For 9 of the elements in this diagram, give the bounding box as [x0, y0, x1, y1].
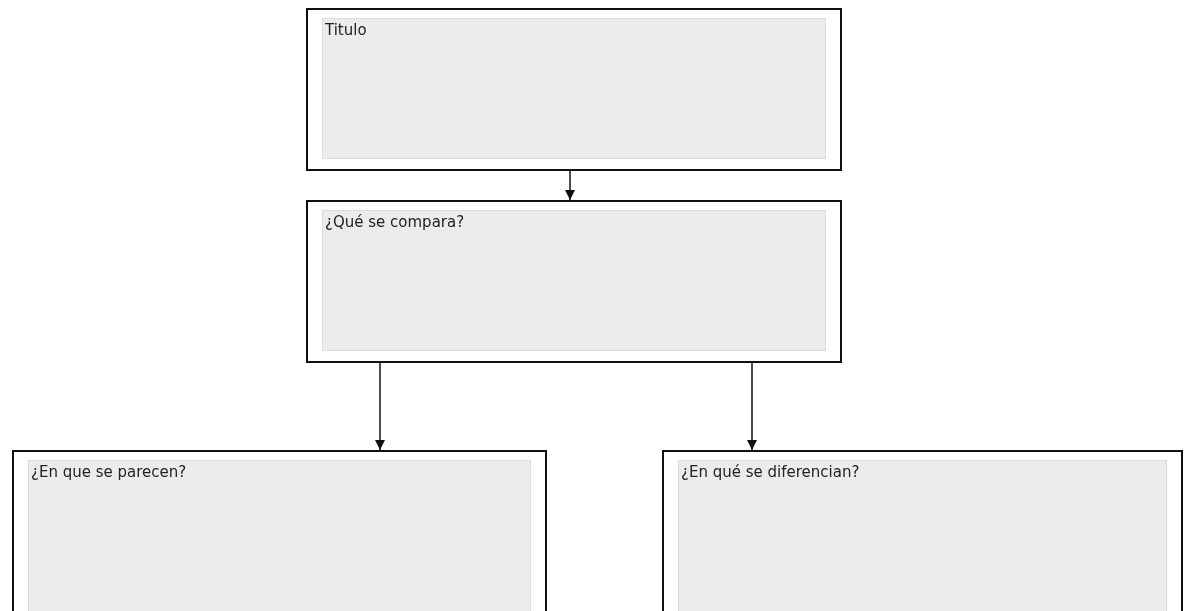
- process-box: [306, 8, 842, 171]
- box-heading: ¿En que se parecen?: [31, 463, 187, 481]
- arrow: [564, 170, 576, 201]
- box-heading: ¿Qué se compara?: [325, 213, 465, 231]
- arrow: [374, 362, 386, 451]
- box-heading: Titulo: [325, 21, 367, 39]
- arrow: [746, 362, 758, 451]
- box-heading: ¿En qué se diferencian?: [681, 463, 860, 481]
- process-box: [306, 200, 842, 363]
